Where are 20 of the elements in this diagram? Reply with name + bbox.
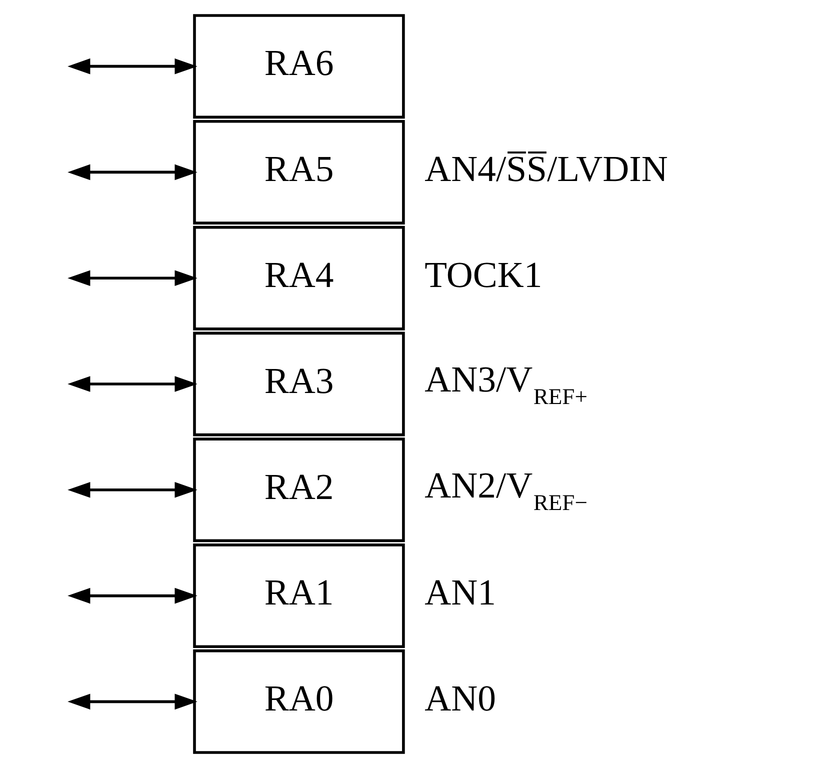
node-box: RA6 xyxy=(192,14,404,119)
node-box: RA3 xyxy=(192,332,404,436)
arrow xyxy=(67,694,197,710)
arrow xyxy=(67,482,197,498)
node-box: RA2 xyxy=(192,438,404,542)
node-label: TOCK1 xyxy=(424,254,542,296)
node-label: AN4/S̅S̅/LVDIN xyxy=(424,148,668,190)
arrow xyxy=(67,164,197,180)
arrow xyxy=(67,58,197,74)
arrow xyxy=(67,376,197,392)
node-label: AN1 xyxy=(424,572,496,613)
node-label: AN3/V$_{REF+}$ xyxy=(424,358,587,409)
arrow xyxy=(67,588,197,604)
node-box: RA0 xyxy=(192,649,404,754)
node-box: RA4 xyxy=(192,226,404,330)
node-label: AN0 xyxy=(424,678,496,719)
node-box: RA5 xyxy=(192,120,404,224)
arrow xyxy=(67,270,197,286)
node-box: RA1 xyxy=(192,544,404,648)
node-label: AN2/V$_{REF−}$ xyxy=(424,464,587,515)
